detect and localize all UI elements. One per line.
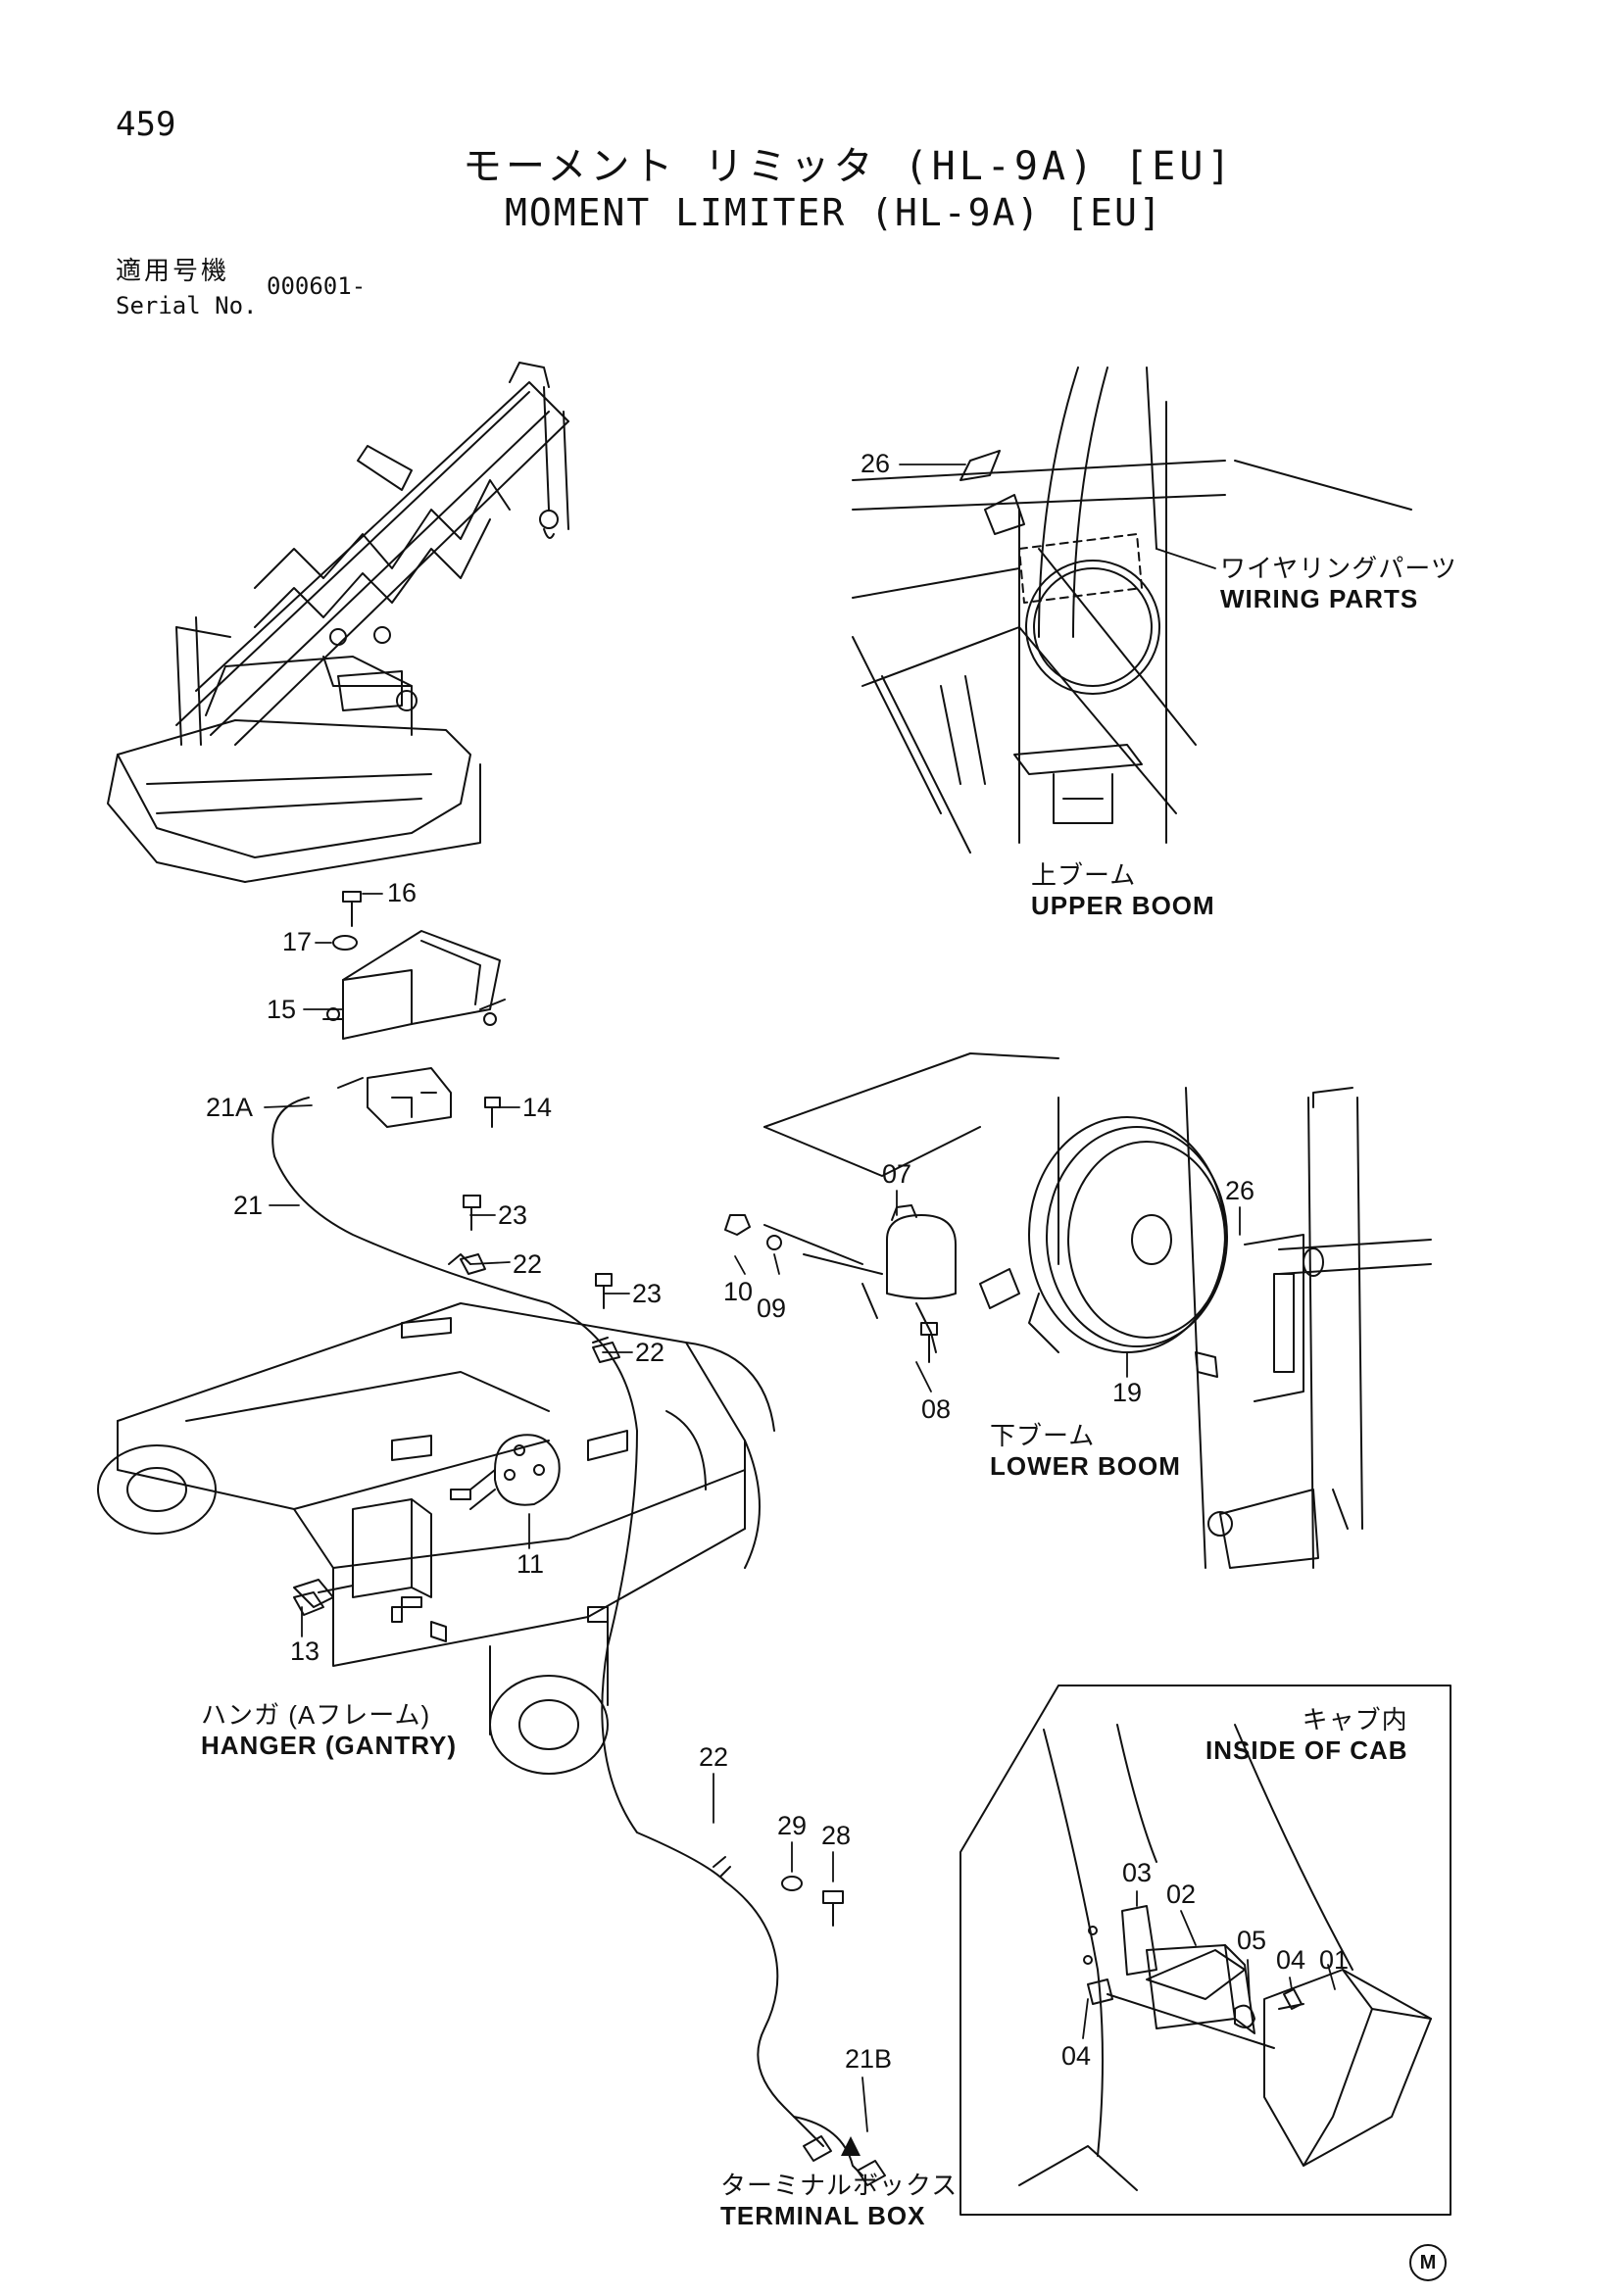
label-lower-boom-jp: 下ブーム (990, 1421, 1096, 1450)
label-hanger-gantry-en: HANGER (GANTRY) (201, 1731, 458, 1761)
callout-09: 09 (757, 1294, 787, 1323)
callout-13: 13 (290, 1637, 320, 1666)
callout-03: 03 (1122, 1858, 1153, 1887)
callout-22-a: 22 (513, 1249, 543, 1279)
label-hanger-gantry: ハンガ (Aフレーム) HANGER (GANTRY) (201, 1700, 457, 1761)
cover-and-box-illustration (322, 930, 506, 1128)
label-inside-of-cab-jp: キャブ内 (1302, 1705, 1408, 1734)
callout-19: 19 (1112, 1378, 1143, 1407)
label-upper-boom-jp: 上ブーム (1031, 860, 1137, 890)
callout-21b: 21B (845, 2044, 893, 2074)
callout-10: 10 (723, 1277, 754, 1306)
label-terminal-box-en: TERMINAL BOX (720, 2201, 926, 2231)
lower-boom-detail (763, 1052, 1432, 1569)
callout-28: 28 (821, 1821, 852, 1850)
serial-label-japanese: 適用号機 (116, 257, 230, 286)
circled-m-mark: M (1409, 2244, 1447, 2281)
callout-23-b: 23 (632, 1279, 663, 1308)
callout-01: 01 (1319, 1945, 1350, 1975)
upper-boom-detail (852, 366, 1412, 854)
terminal-arrow-icon (841, 2136, 861, 2156)
callout-11: 11 (516, 1549, 545, 1579)
label-lower-boom-en: LOWER BOOM (990, 1451, 1181, 1482)
label-inside-of-cab-en: INSIDE OF CAB (1205, 1735, 1408, 1766)
label-lower-boom: 下ブーム LOWER BOOM (990, 1421, 1181, 1482)
label-upper-boom: 上ブーム UPPER BOOM (1031, 860, 1215, 921)
label-hanger-gantry-jp: ハンガ (Aフレーム) (201, 1700, 431, 1730)
label-wiring-parts-en: WIRING PARTS (1220, 584, 1419, 614)
callout-16: 16 (387, 878, 418, 907)
callout-07: 07 (882, 1159, 912, 1189)
callout-15: 15 (267, 995, 297, 1024)
callout-04-a: 04 (1276, 1945, 1306, 1975)
callout-08: 08 (921, 1394, 952, 1424)
callout-22-b: 22 (635, 1338, 665, 1367)
moment-limiter-cable (271, 1077, 863, 2176)
hanger-gantry-illustration (97, 1302, 775, 1775)
serial-label-english: Serial No. (116, 292, 258, 319)
title-english: MOMENT LIMITER (HL-9A) [EU] (505, 191, 1163, 234)
page-number: 459 (116, 105, 176, 144)
label-inside-of-cab: キャブ内 INSIDE OF CAB (1205, 1705, 1408, 1766)
callout-05: 05 (1237, 1926, 1267, 1955)
callout-21: 21 (233, 1191, 264, 1220)
callout-26-upper: 26 (861, 449, 891, 478)
callout-02: 02 (1166, 1880, 1197, 1909)
label-terminal-box: ターミナルボックス TERMINAL BOX (720, 2171, 958, 2231)
crane-overview-illustration (107, 362, 569, 883)
callout-17: 17 (282, 927, 313, 956)
callout-26-lower: 26 (1225, 1176, 1255, 1205)
callout-14: 14 (522, 1093, 553, 1122)
callout-23-a: 23 (498, 1200, 528, 1230)
callout-22-c: 22 (699, 1742, 729, 1772)
label-terminal-box-jp: ターミナルボックス (720, 2171, 959, 2200)
callout-21a: 21A (206, 1093, 254, 1122)
inside-cab-inset (959, 1685, 1451, 2216)
label-upper-boom-en: UPPER BOOM (1031, 891, 1215, 921)
fastener-illustrations (293, 891, 1303, 2186)
label-wiring-parts: ワイヤリングパーツ WIRING PARTS (1220, 554, 1457, 614)
label-wiring-parts-jp: ワイヤリングパーツ (1220, 554, 1457, 583)
title-japanese: モーメント リミッタ (HL-9A) [EU] (463, 144, 1235, 189)
leader-lines (264, 464, 1336, 2132)
callout-29: 29 (777, 1811, 808, 1840)
callout-04-b: 04 (1061, 2041, 1092, 2071)
serial-number-value: 000601- (267, 272, 367, 300)
